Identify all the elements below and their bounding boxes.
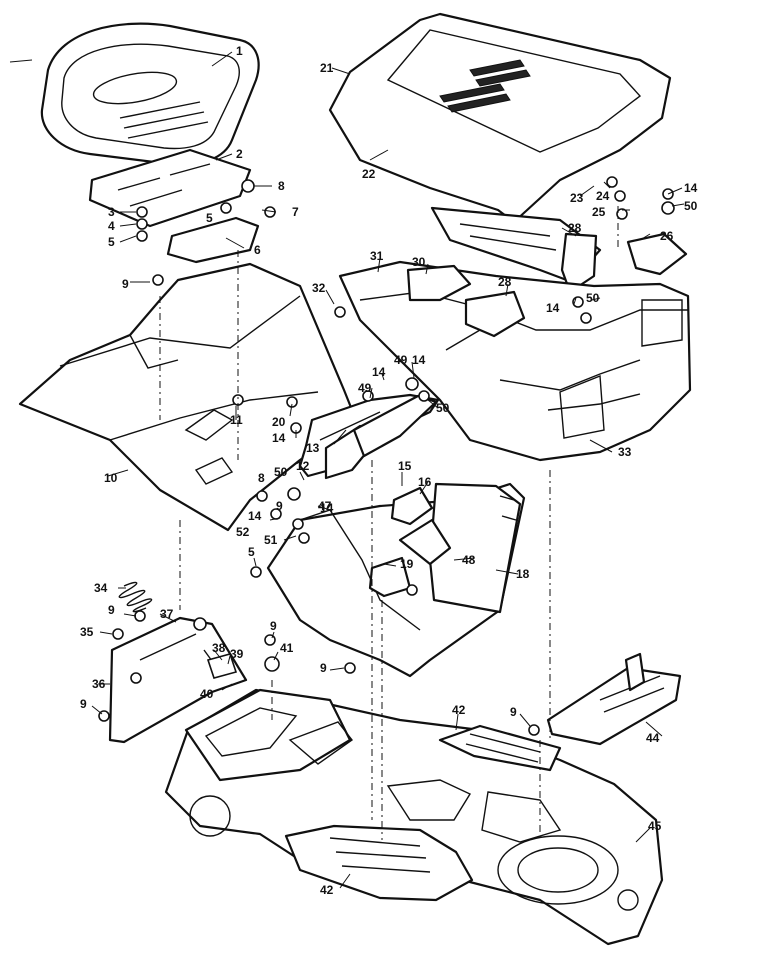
callout-9: 9: [122, 277, 129, 291]
callout-1: 1: [236, 44, 243, 58]
callout-14: 14: [272, 431, 286, 445]
callout-36: 36: [92, 677, 106, 691]
callout-31: 31: [370, 249, 384, 263]
callout-14: 14: [248, 509, 262, 523]
callout-6: 6: [254, 243, 261, 257]
callout-30: 30: [412, 255, 426, 269]
callout-20: 20: [272, 415, 286, 429]
callout-5: 5: [206, 211, 213, 225]
callout-50: 50: [684, 199, 698, 213]
callout-9: 9: [510, 705, 517, 719]
hood: [328, 12, 672, 224]
callout-3: 3: [108, 205, 115, 219]
callout-42: 42: [452, 703, 466, 717]
callout-28: 28: [568, 221, 582, 235]
callout-12: 12: [296, 459, 310, 473]
dash-block: [406, 264, 526, 338]
callout-14: 14: [412, 353, 426, 367]
callout-9: 9: [108, 603, 115, 617]
callout-21: 21: [320, 61, 334, 75]
steering-bracket: [324, 394, 438, 480]
leader-lines: [9, 51, 685, 889]
callout-28: 28: [498, 275, 512, 289]
callout-50: 50: [274, 465, 288, 479]
callout-49: 49: [394, 353, 408, 367]
callout-9: 9: [276, 499, 283, 513]
spring: [118, 581, 153, 613]
callout-8: 8: [278, 179, 285, 193]
callout-33: 33: [618, 445, 632, 459]
callout-26: 26: [660, 229, 674, 243]
callout-22: 22: [362, 167, 376, 181]
callout-35: 35: [80, 625, 94, 639]
callout-23: 23: [570, 191, 584, 205]
assembly-lines: [159, 206, 619, 840]
seat-bracket: [166, 216, 260, 264]
callout-50: 50: [436, 401, 450, 415]
hood-side-panel: [338, 260, 692, 462]
callout-41: 41: [280, 641, 294, 655]
callout-50: 50: [586, 291, 600, 305]
callout-44: 44: [646, 731, 660, 745]
callout-13: 13: [306, 441, 320, 455]
seat-pan: [88, 148, 252, 228]
callout-9: 9: [80, 697, 87, 711]
callout-48: 48: [462, 553, 476, 567]
callout-9: 9: [320, 661, 327, 675]
callout-10: 10: [104, 471, 118, 485]
callout-51: 51: [264, 533, 278, 547]
callout-14: 14: [372, 365, 386, 379]
callout-8: 8: [258, 471, 265, 485]
callout-5: 5: [108, 235, 115, 249]
pedal-link: [546, 652, 682, 746]
callout-18: 18: [516, 567, 530, 581]
callout-24: 24: [596, 189, 610, 203]
hood-bracket: [560, 232, 688, 294]
throttle-control: [368, 486, 452, 598]
callout-9: 9: [270, 619, 277, 633]
callout-32: 32: [312, 281, 326, 295]
callout-47: 47: [318, 499, 332, 513]
callout-19: 19: [400, 557, 414, 571]
callout-14: 14: [320, 501, 334, 515]
callout-14: 14: [684, 181, 698, 195]
callout-7: 7: [292, 205, 299, 219]
callout-34: 34: [94, 581, 108, 595]
callouts: 1 2 3 4 5 5 5 6 7 8 8 9 9 9 9 9 9 9 10 1…: [80, 44, 698, 897]
callout-37: 37: [160, 607, 174, 621]
callout-16: 16: [418, 475, 432, 489]
callout-14: 14: [546, 301, 560, 315]
fender: [18, 262, 358, 532]
callout-4: 4: [108, 219, 115, 233]
callout-39: 39: [230, 647, 244, 661]
callout-52: 52: [236, 525, 250, 539]
frame: [164, 688, 664, 946]
callout-42: 42: [320, 883, 334, 897]
callout-5: 5: [248, 545, 255, 559]
callout-11: 11: [230, 413, 243, 427]
callout-49: 49: [358, 381, 372, 395]
callout-45: 45: [648, 819, 662, 833]
seat: [40, 22, 260, 166]
hardware: [98, 176, 675, 736]
callout-40: 40: [200, 687, 214, 701]
callout-25: 25: [592, 205, 606, 219]
callout-38: 38: [212, 641, 226, 655]
callout-2: 2: [236, 147, 243, 161]
callout-15: 15: [398, 459, 412, 473]
